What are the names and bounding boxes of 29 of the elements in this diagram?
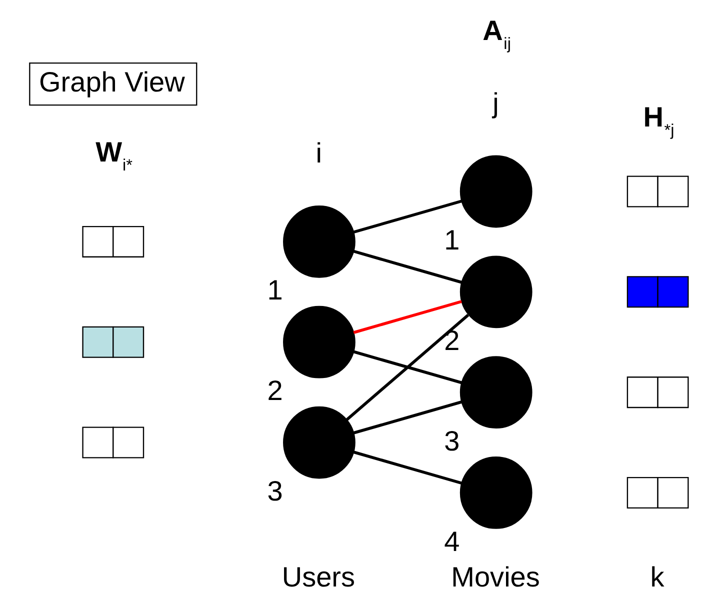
label: i — [315, 138, 322, 169]
connector — [352, 450, 462, 485]
label: A$_{ij}$ — [482, 14, 510, 53]
node-box: Graph View — [28, 62, 197, 106]
connector — [345, 314, 469, 421]
connector — [352, 250, 462, 284]
connector — [352, 400, 462, 434]
node-label: 2 — [266, 375, 282, 406]
label: Movies — [450, 561, 540, 592]
node-label: 1 — [266, 274, 282, 306]
node-label: 3 — [444, 425, 460, 456]
node-circle — [459, 456, 532, 529]
node-circle — [459, 356, 532, 428]
node-label: 1 — [444, 224, 460, 256]
node-circle — [459, 155, 532, 228]
connector — [352, 350, 462, 384]
label: Users — [281, 561, 355, 592]
node-circle — [282, 406, 355, 479]
label: j — [492, 87, 498, 118]
node-circle — [459, 256, 532, 328]
node-circle — [282, 206, 355, 278]
node-label: 3 — [266, 476, 282, 507]
connector — [352, 200, 462, 234]
node-circle — [282, 306, 355, 378]
connector — [352, 300, 462, 334]
label: W$_{i*}$ — [95, 136, 132, 174]
node-label: 4 — [444, 526, 460, 557]
label: k — [650, 561, 664, 592]
label: H$_{*j}$ — [642, 101, 674, 140]
